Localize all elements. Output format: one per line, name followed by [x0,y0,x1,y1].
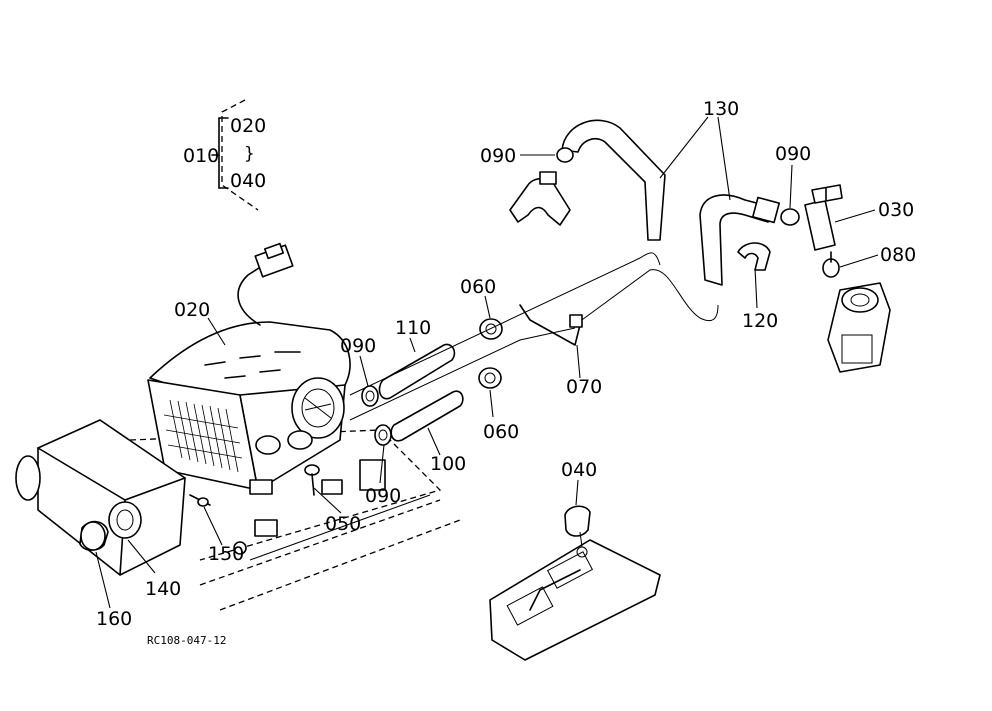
console [489,531,661,661]
grommet-060-lower [478,367,502,389]
part-label-100: 100 [430,453,466,475]
part-label-090-upper: 090 [340,335,376,357]
part-label-020: 020 [174,299,210,321]
part-label-130: 130 [703,98,739,120]
part-label-090-right: 090 [775,143,811,165]
part-label-150: 150 [208,543,244,565]
fitting-upper-left [509,147,574,226]
part-label-040: 040 [561,459,597,481]
group-label-range-start: 020 [230,115,266,137]
clamp-090-lower [374,424,392,446]
engine-block [827,282,891,373]
part-label-030: 030 [878,199,914,221]
heater-unit [147,242,351,537]
hose-110 [378,343,456,400]
group-label-range-sep: } [244,144,255,164]
part-label-160: 160 [96,608,132,630]
hose-lines [349,252,719,421]
clamp-120 [737,242,771,271]
part-label-050: 050 [325,513,361,535]
knob-160 [79,520,109,551]
group-label-range-end: 040 [230,170,266,192]
group-bracket: 010 020 } 040 [183,99,266,211]
knob-040 [564,505,591,537]
bracket-070 [519,304,583,346]
grommet-060-upper [479,318,503,340]
part-label-120: 120 [742,310,778,332]
part-label-060-lower: 060 [483,421,519,443]
screw-150 [189,494,247,555]
part-labels: 020 090 110 060 130 090 090 030 080 120 … [96,98,916,630]
part-label-060-upper: 060 [460,276,496,298]
part-label-070: 070 [566,376,602,398]
part-label-140: 140 [145,578,181,600]
part-label-080: 080 [880,244,916,266]
part-label-110: 110 [395,317,431,339]
valve-030 [780,184,843,251]
heater-grille [163,399,243,473]
duct-140 [15,419,186,576]
leader-lines [95,116,879,609]
part-label-090-top: 090 [480,145,516,167]
hose-100 [390,390,464,442]
figure-code: RC108-047-12 [147,634,226,647]
fitting-080 [822,251,840,278]
group-label-main: 010 [183,145,219,167]
part-label-090-lower: 090 [365,485,401,507]
hose-130 [561,119,781,286]
clamp-090-upper [361,385,379,407]
